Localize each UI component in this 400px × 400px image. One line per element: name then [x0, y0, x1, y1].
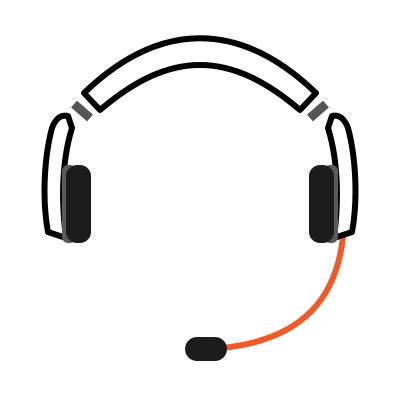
mic-boom — [219, 217, 347, 351]
right-ear-pad — [309, 165, 334, 243]
right-hinge — [307, 100, 329, 122]
mic-capsule — [185, 337, 227, 361]
left-hinge — [71, 100, 93, 122]
left-ear-pad — [66, 165, 91, 243]
headband-arch — [81, 35, 319, 113]
